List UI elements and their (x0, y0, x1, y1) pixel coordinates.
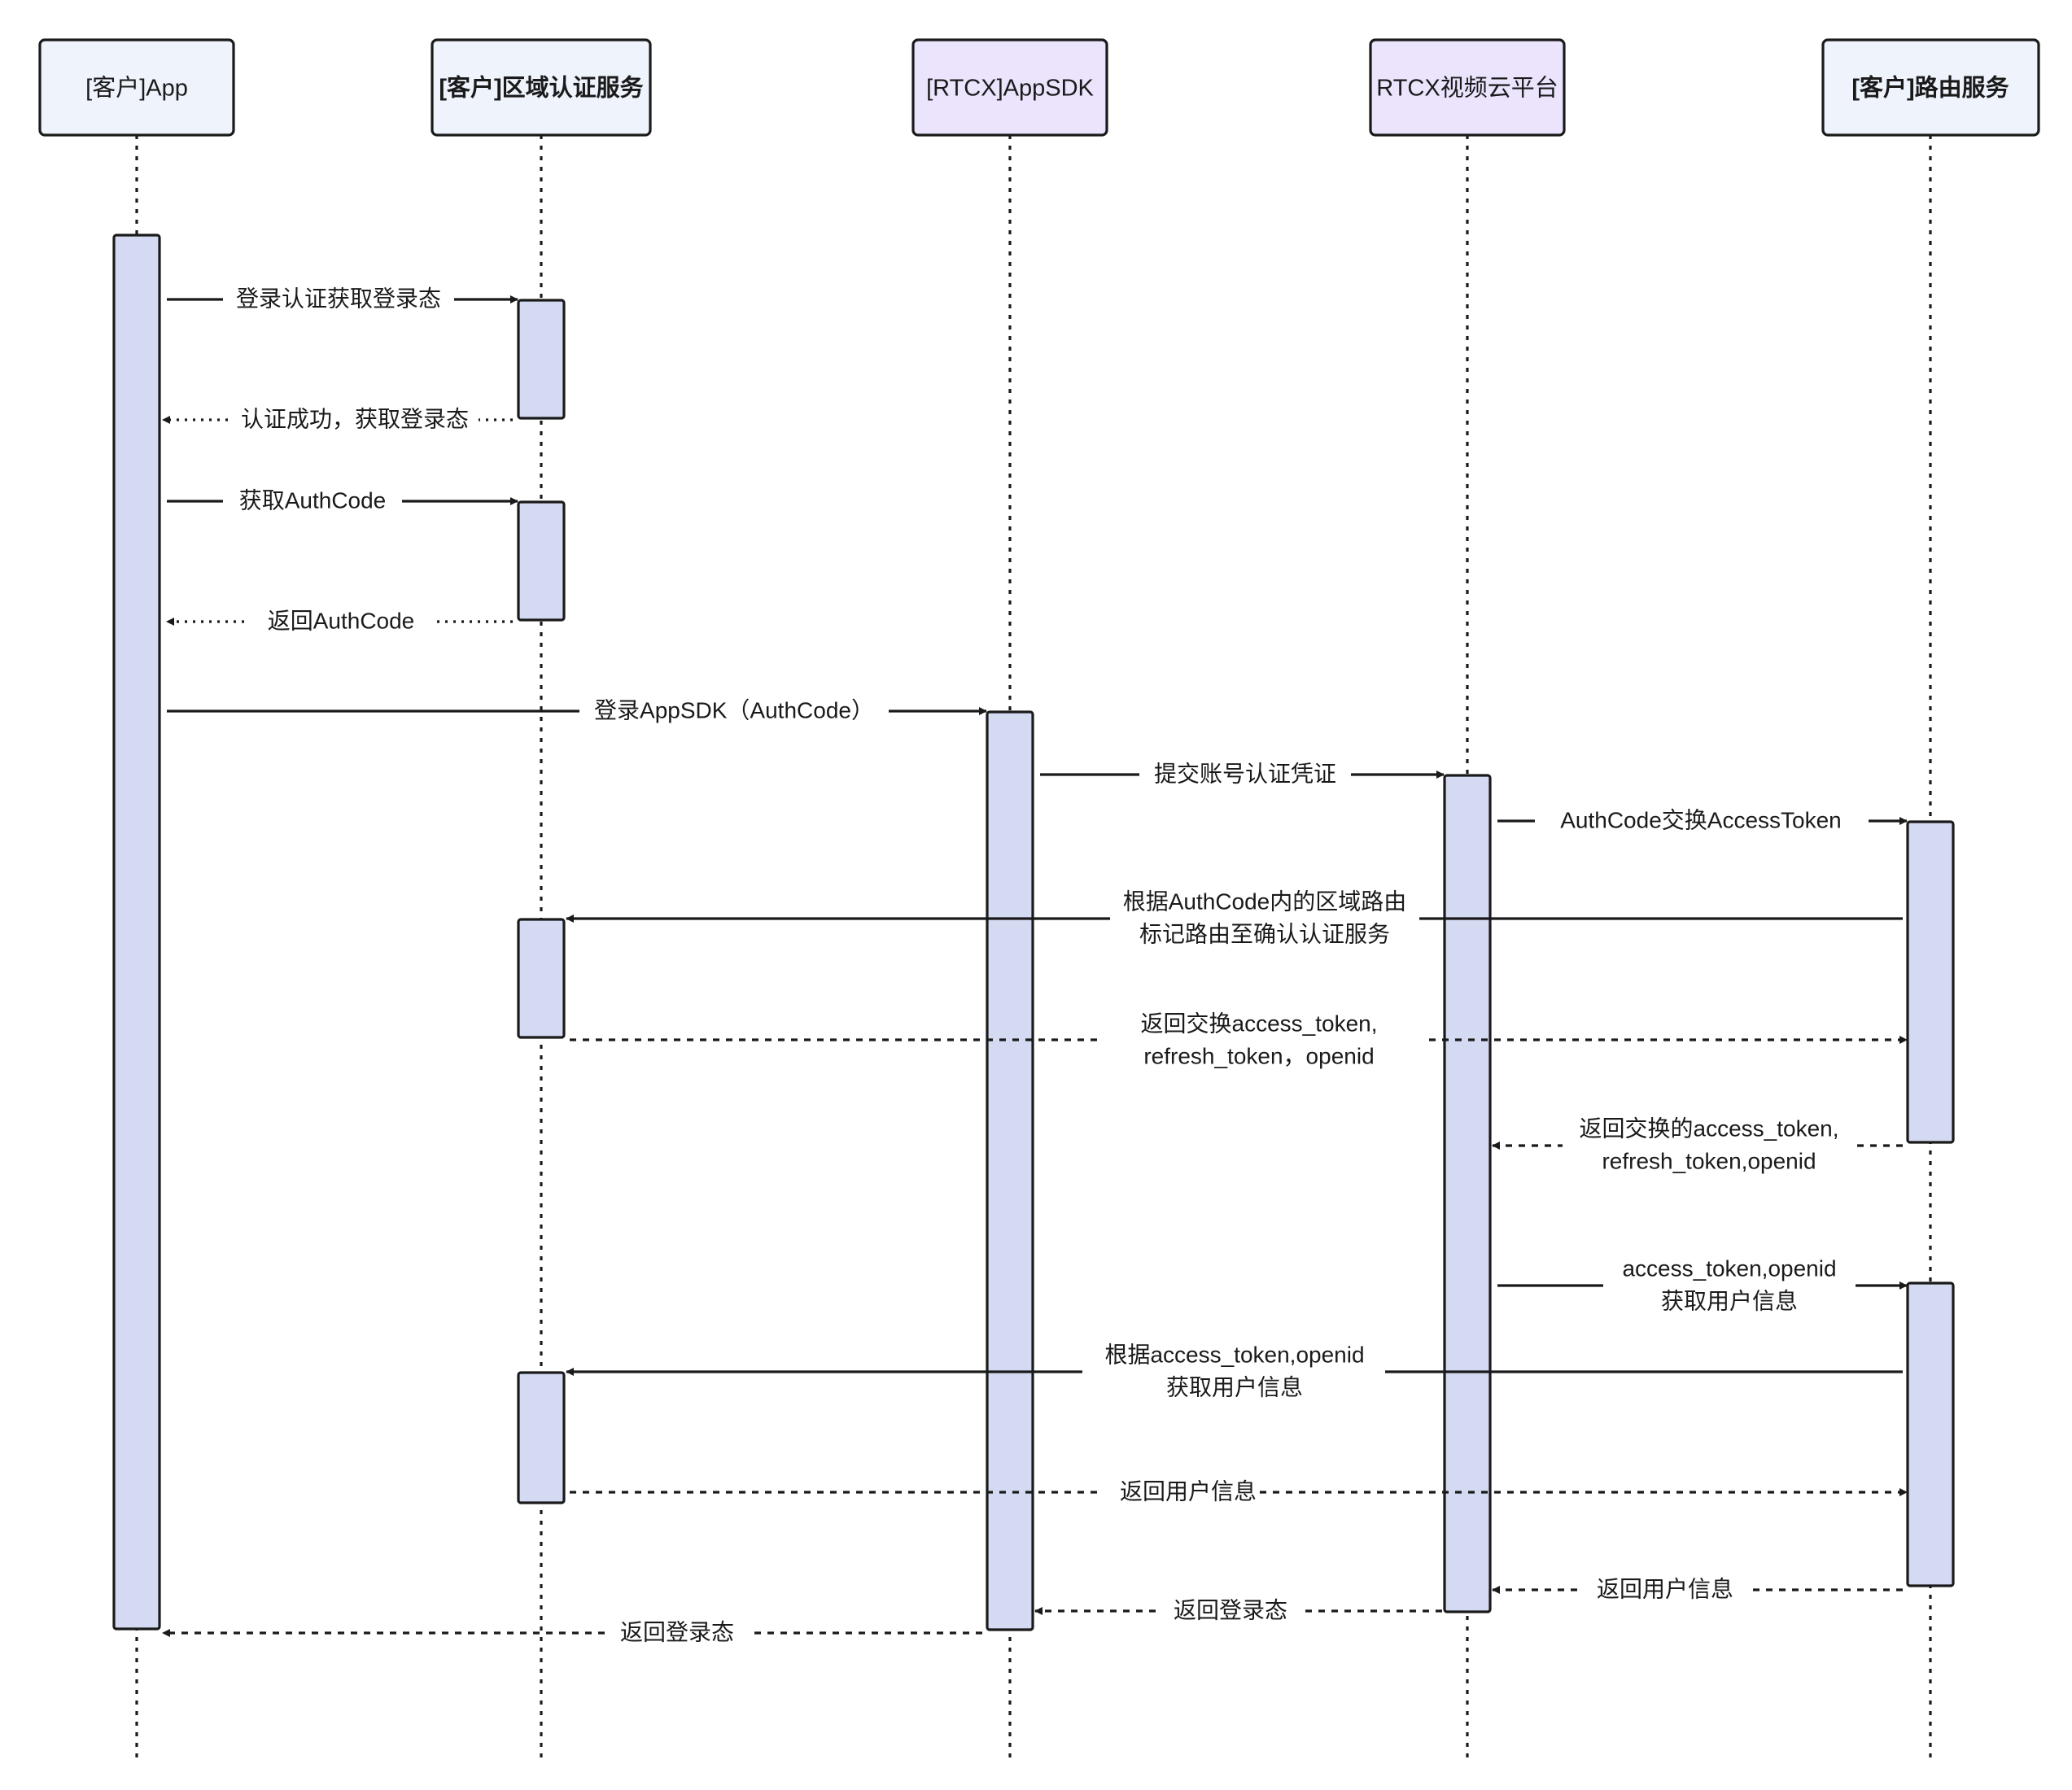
message-route-userinfo-to-auth: 根据access_token,openid 获取用户信息 (566, 1336, 1903, 1408)
activation-bar-auth-code (517, 500, 566, 622)
activation-bar-router-userinfo (1906, 1281, 1955, 1587)
message-auth-success: 认证成功，获取登录态 (162, 402, 513, 438)
participant-video-cloud: RTCX视频云平台 (1369, 38, 1566, 137)
activation-bar-router-token (1906, 820, 1955, 1144)
message-label-line-1: 根据AuthCode内的区域路由 (1123, 888, 1407, 914)
message-return-authcode: 返回AuthCode (166, 604, 513, 640)
message-return-login-state-to-sdk: 返回登录态 (1034, 1593, 1442, 1629)
message-label: 返回登录态 (620, 1619, 734, 1644)
message-label-line-1: 返回交换access_token, (1141, 1011, 1378, 1036)
message-exchange-token: AuthCode交换AccessToken (1497, 803, 1908, 839)
participant-label-auth-service: [客户]区域认证服务 (439, 74, 643, 102)
participant-label-app-sdk: [RTCX]AppSDK (926, 76, 1094, 102)
activation-bar-auth-userinfo (517, 1371, 566, 1504)
message-label-line-1: access_token,openid (1622, 1255, 1836, 1281)
message-route-to-auth: 根据AuthCode内的区域路由 标记路由至确认认证服务 (566, 884, 1903, 954)
message-label: 获取AuthCode (239, 487, 387, 513)
message-label-line-2: refresh_token，openid (1143, 1043, 1374, 1068)
message-label: 返回AuthCode (268, 608, 415, 633)
message-label: AuthCode交换AccessToken (1560, 807, 1842, 832)
message-login-appsdk: 登录AppSDK（AuthCode） (167, 693, 987, 729)
message-label-line-2: 标记路由至确认认证服务 (1139, 921, 1390, 946)
message-login-auth: 登录认证获取登录态 (167, 282, 518, 317)
activation-bar-video-cloud (1443, 774, 1492, 1613)
message-label-line-1: 返回交换的access_token, (1580, 1115, 1839, 1141)
activation-bar-app-sdk (986, 710, 1034, 1631)
participant-auth-service: [客户]区域认证服务 (431, 38, 652, 137)
message-label-line-2: 获取用户信息 (1661, 1288, 1798, 1313)
participant-app-sdk: [RTCX]AppSDK (911, 38, 1108, 137)
participant-router-service: [客户]路由服务 (1821, 38, 2040, 137)
participant-app: [客户]App (38, 38, 235, 137)
message-label: 登录AppSDK（AuthCode） (594, 697, 874, 723)
message-request-userinfo: access_token,openid 获取用户信息 (1497, 1250, 1908, 1321)
message-return-exchanged-token: 返回交换的access_token, refresh_token,openid (1492, 1110, 1903, 1181)
message-label: 认证成功，获取登录态 (241, 406, 469, 431)
message-label: 登录认证获取登录态 (236, 286, 441, 311)
message-label-line-1: 根据access_token,openid (1104, 1342, 1364, 1367)
message-get-authcode: 获取AuthCode (167, 483, 518, 519)
message-return-userinfo-to-router: 返回用户信息 (570, 1474, 1908, 1510)
message-label-line-2: refresh_token,openid (1602, 1148, 1816, 1173)
participant-label-video-cloud: RTCX视频云平台 (1376, 75, 1558, 102)
message-return-login-state-to-app: 返回登录态 (162, 1615, 982, 1651)
participant-label-router-service: [客户]路由服务 (1851, 74, 2009, 102)
activation-bar-auth-token (517, 918, 566, 1039)
participant-label-app: [客户]App (85, 75, 188, 102)
message-label: 返回用户信息 (1120, 1478, 1257, 1504)
message-label: 提交账号认证凭证 (1154, 761, 1336, 786)
message-label: 返回用户信息 (1597, 1576, 1733, 1601)
message-label-line-2: 获取用户信息 (1166, 1374, 1303, 1399)
activation-bar-auth-login (517, 299, 566, 420)
message-return-userinfo-to-cloud: 返回用户信息 (1492, 1572, 1903, 1608)
message-return-token: 返回交换access_token, refresh_token，openid (570, 1004, 1908, 1076)
activation-bar-app (112, 234, 161, 1631)
message-submit-credentials: 提交账号认证凭证 (1040, 757, 1445, 792)
message-label: 返回登录态 (1174, 1597, 1287, 1622)
